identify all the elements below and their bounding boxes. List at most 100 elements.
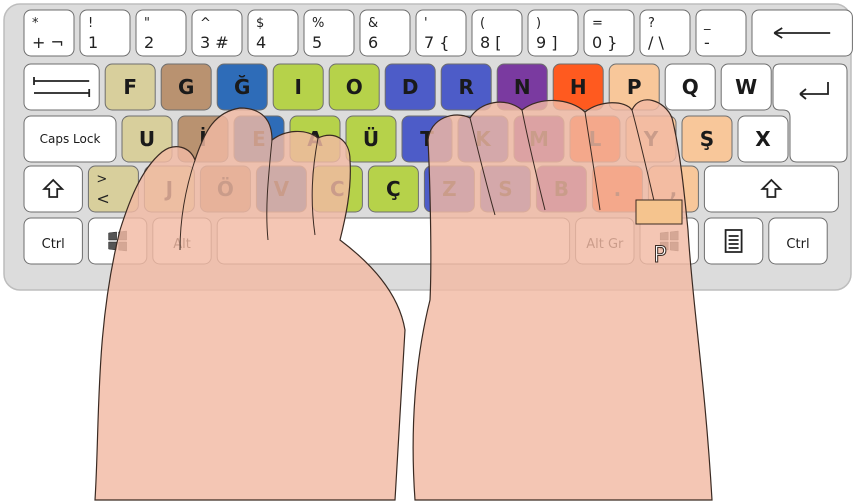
key-ctrl-r4k0[interactable]: Ctrl [24, 218, 82, 264]
key-n-r1k8[interactable]: N [497, 64, 547, 110]
key-w-r1k12[interactable]: W [721, 64, 771, 110]
key-t-r2k6[interactable]: T [402, 116, 452, 162]
key-label: Z [442, 177, 457, 201]
key-s-r3k8[interactable]: S [480, 166, 530, 212]
key-alt-r4k2[interactable]: Alt [153, 218, 211, 264]
key-a-r2k4[interactable]: A [290, 116, 340, 162]
key-key-r3k11[interactable]: , [648, 166, 698, 212]
key-key-r3k10[interactable]: . [592, 166, 642, 212]
key-x-r2k12[interactable]: X [738, 116, 788, 162]
key-7-r0k7[interactable]: ' 7 { [416, 10, 466, 56]
key-label: V [274, 177, 290, 201]
key-p-r1k10[interactable]: P [609, 64, 659, 110]
key-key-r3k3[interactable]: Ö [200, 166, 250, 212]
key-main-symbol: 2 [144, 33, 154, 52]
key-6-r0k6[interactable]: &6 [360, 10, 410, 56]
key-g-r1k2[interactable]: G [161, 64, 211, 110]
key-label: Ş [700, 127, 714, 151]
key-j-r3k2[interactable]: J [144, 166, 194, 212]
key-y-r2k10[interactable]: Y [626, 116, 676, 162]
key-shift-symbol: > [96, 172, 107, 187]
key-key-r0k11[interactable]: ?/ \ [640, 10, 690, 56]
key-key-r3k6[interactable]: Ç [368, 166, 418, 212]
key-v-r3k4[interactable]: V [256, 166, 306, 212]
key-cap [704, 218, 762, 264]
key-8-r0k8[interactable]: (8 [ [472, 10, 522, 56]
key-shift-r3k0[interactable] [24, 166, 82, 212]
key-q-r1k11[interactable]: Q [665, 64, 715, 110]
key-i-r2k2[interactable]: İ [178, 116, 228, 162]
key-cap [88, 218, 146, 264]
key-spacebar-r4k3[interactable] [217, 218, 569, 264]
key-main-symbol: 5 [312, 33, 322, 52]
key-label: F [123, 75, 137, 99]
key-0-r0k10[interactable]: = 0 } [584, 10, 634, 56]
key-label: Ctrl [786, 237, 809, 252]
key-shift-symbol: = [592, 16, 603, 31]
key-label: Ç [386, 177, 401, 201]
key-label: E [252, 127, 266, 151]
key-label: Y [643, 127, 659, 151]
key-main-symbol: 6 [368, 33, 378, 52]
key-label: Caps Lock [40, 132, 101, 146]
key-2-r0k2[interactable]: "2 [136, 10, 186, 56]
key-1-r0k1[interactable]: !1 [80, 10, 130, 56]
key-main-symbol: 3 # [200, 33, 229, 52]
key-cap [217, 218, 569, 264]
key-key-r2k5[interactable]: Ü [346, 116, 396, 162]
key-k-r2k7[interactable]: K [458, 116, 508, 162]
key-label: W [735, 75, 757, 99]
key-e-r2k3[interactable]: E [234, 116, 284, 162]
key-h-r1k9[interactable]: H [553, 64, 603, 110]
key-l-r2k9[interactable]: L [570, 116, 620, 162]
key-f-r1k1[interactable]: F [105, 64, 155, 110]
key-main-symbol: - [704, 33, 710, 52]
key-m-r2k8[interactable]: M [514, 116, 564, 162]
key-u-r2k1[interactable]: U [122, 116, 172, 162]
key-c-r3k5[interactable]: C [312, 166, 362, 212]
key-label: Alt [173, 237, 191, 252]
key-caps-lock-r2k0[interactable]: Caps Lock [24, 116, 116, 162]
key-windows-r4k1[interactable] [88, 218, 146, 264]
key-main-symbol: 7 { [424, 33, 449, 52]
key-label: R [458, 75, 473, 99]
key-shift-symbol: ! [88, 16, 93, 31]
key-ctrl-r4k7[interactable]: Ctrl [769, 218, 827, 264]
key-d-r1k6[interactable]: D [385, 64, 435, 110]
key-r-r1k7[interactable]: R [441, 64, 491, 110]
key-4-r0k4[interactable]: $4 [248, 10, 298, 56]
key-5-r0k5[interactable]: %5 [304, 10, 354, 56]
key-cap [704, 166, 838, 212]
key-9-r0k9[interactable]: )9 ] [528, 10, 578, 56]
key-shift-symbol: ( [480, 16, 485, 31]
key-z-r3k7[interactable]: Z [424, 166, 474, 212]
key-key-r1k3[interactable]: Ğ [217, 64, 267, 110]
key-key-r2k11[interactable]: Ş [682, 116, 732, 162]
key-key-r0k0[interactable]: *+ ¬ [24, 10, 74, 56]
key-key-r0k12[interactable]: _- [696, 10, 746, 56]
key-label: D [402, 75, 419, 99]
key-main-symbol: 0 } [592, 33, 617, 52]
key-label: A [307, 127, 323, 151]
key-cap [640, 218, 698, 264]
key-shift-r3k12[interactable] [704, 166, 838, 212]
key-shift-symbol: ^ [200, 16, 211, 31]
key-alt-gr-r4k4[interactable]: Alt Gr [576, 218, 634, 264]
key-cap [24, 166, 82, 212]
key-label: P [627, 75, 642, 99]
key-i-r1k4[interactable]: I [273, 64, 323, 110]
key-b-r3k9[interactable]: B [536, 166, 586, 212]
key-main-symbol: / \ [648, 33, 664, 52]
key-label: Ctrl [42, 237, 65, 252]
key-menu-r4k6[interactable] [704, 218, 762, 264]
key-3-r0k3[interactable]: ^ 3 # [192, 10, 242, 56]
key-windows-r4k5[interactable] [640, 218, 698, 264]
key-backspace-r0k13[interactable] [752, 10, 852, 56]
key-shift-symbol: ' [424, 16, 428, 31]
key-tab-r1k0[interactable] [24, 64, 99, 110]
key-o-r1k5[interactable]: O [329, 64, 379, 110]
key-label: , [670, 177, 678, 201]
key-label: S [498, 177, 512, 201]
key-key-r3k1[interactable]: >< [88, 166, 138, 212]
